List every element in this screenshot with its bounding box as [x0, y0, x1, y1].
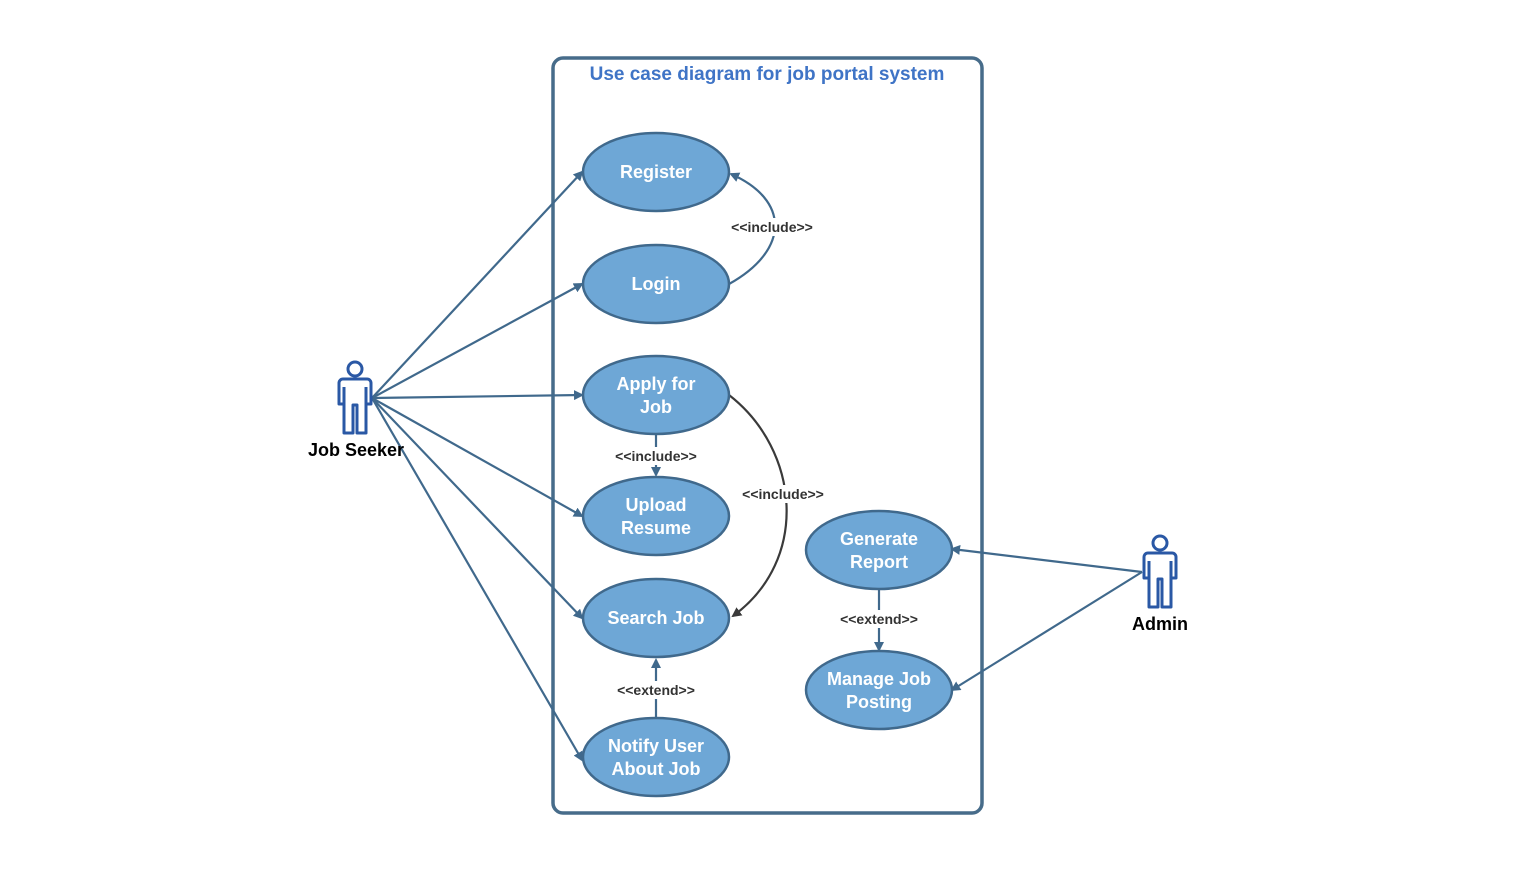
person-icon: [337, 360, 373, 435]
use-case-label: About Job: [612, 759, 701, 779]
use-case-apply-for-job[interactable]: Apply for Job: [581, 354, 731, 436]
rel-label-login-register: <<include>>: [731, 219, 813, 235]
actor-label: Job Seeker: [308, 440, 404, 460]
actor-admin[interactable]: Admin: [1132, 534, 1188, 634]
diagram-title: Use case diagram for job portal system: [590, 64, 945, 85]
use-case-login[interactable]: Login: [581, 243, 731, 325]
use-case-label: Manage Job: [827, 669, 931, 689]
assoc-jobseeker-login: [371, 283, 584, 399]
assoc-jobseeker-search: [371, 397, 584, 620]
use-case-label: Generate: [840, 529, 918, 549]
use-case-search-job[interactable]: Search Job: [581, 577, 731, 659]
assoc-admin-report: [950, 544, 1143, 574]
rel-apply-search: [728, 394, 788, 618]
use-case-upload-resume[interactable]: Upload Resume: [581, 475, 731, 557]
use-case-label: Report: [850, 552, 908, 572]
assoc-admin-manage: [950, 571, 1143, 692]
system-boundary: [551, 56, 984, 815]
rel-label-apply-search: <<include>>: [742, 486, 824, 502]
rel-label-apply-upload: <<include>>: [615, 448, 697, 464]
use-case-label: Posting: [846, 692, 912, 712]
assoc-jobseeker-register: [371, 170, 584, 399]
relationships: <<include>> <<include>> <<include>> <<ex…: [612, 172, 923, 718]
assoc-jobseeker-upload: [371, 397, 584, 517]
assoc-jobseeker-apply: [371, 390, 584, 401]
use-case-label: Login: [632, 274, 681, 294]
actor-job-seeker[interactable]: Job Seeker: [308, 360, 404, 460]
use-case-label: Search Job: [607, 608, 704, 628]
use-case-manage-job-posting[interactable]: Manage Job Posting: [804, 649, 954, 731]
rel-label-notify-search: <<extend>>: [617, 682, 695, 698]
use-case-label: Notify User: [608, 736, 704, 756]
use-case-label: Job: [640, 397, 672, 417]
use-case-generate-report[interactable]: Generate Report: [804, 509, 954, 591]
use-case-notify-user[interactable]: Notify User About Job: [581, 716, 731, 798]
assoc-jobseeker-notify: [371, 397, 584, 762]
use-case-label: Register: [620, 162, 692, 182]
person-icon: [1142, 534, 1178, 609]
use-case-label: Apply for: [617, 374, 696, 394]
use-case-label: Upload: [626, 495, 687, 515]
actor-label: Admin: [1132, 614, 1188, 634]
use-case-register[interactable]: Register: [581, 131, 731, 213]
associations: [371, 170, 1143, 762]
rel-label-report-manage: <<extend>>: [840, 611, 918, 627]
use-case-label: Resume: [621, 518, 691, 538]
